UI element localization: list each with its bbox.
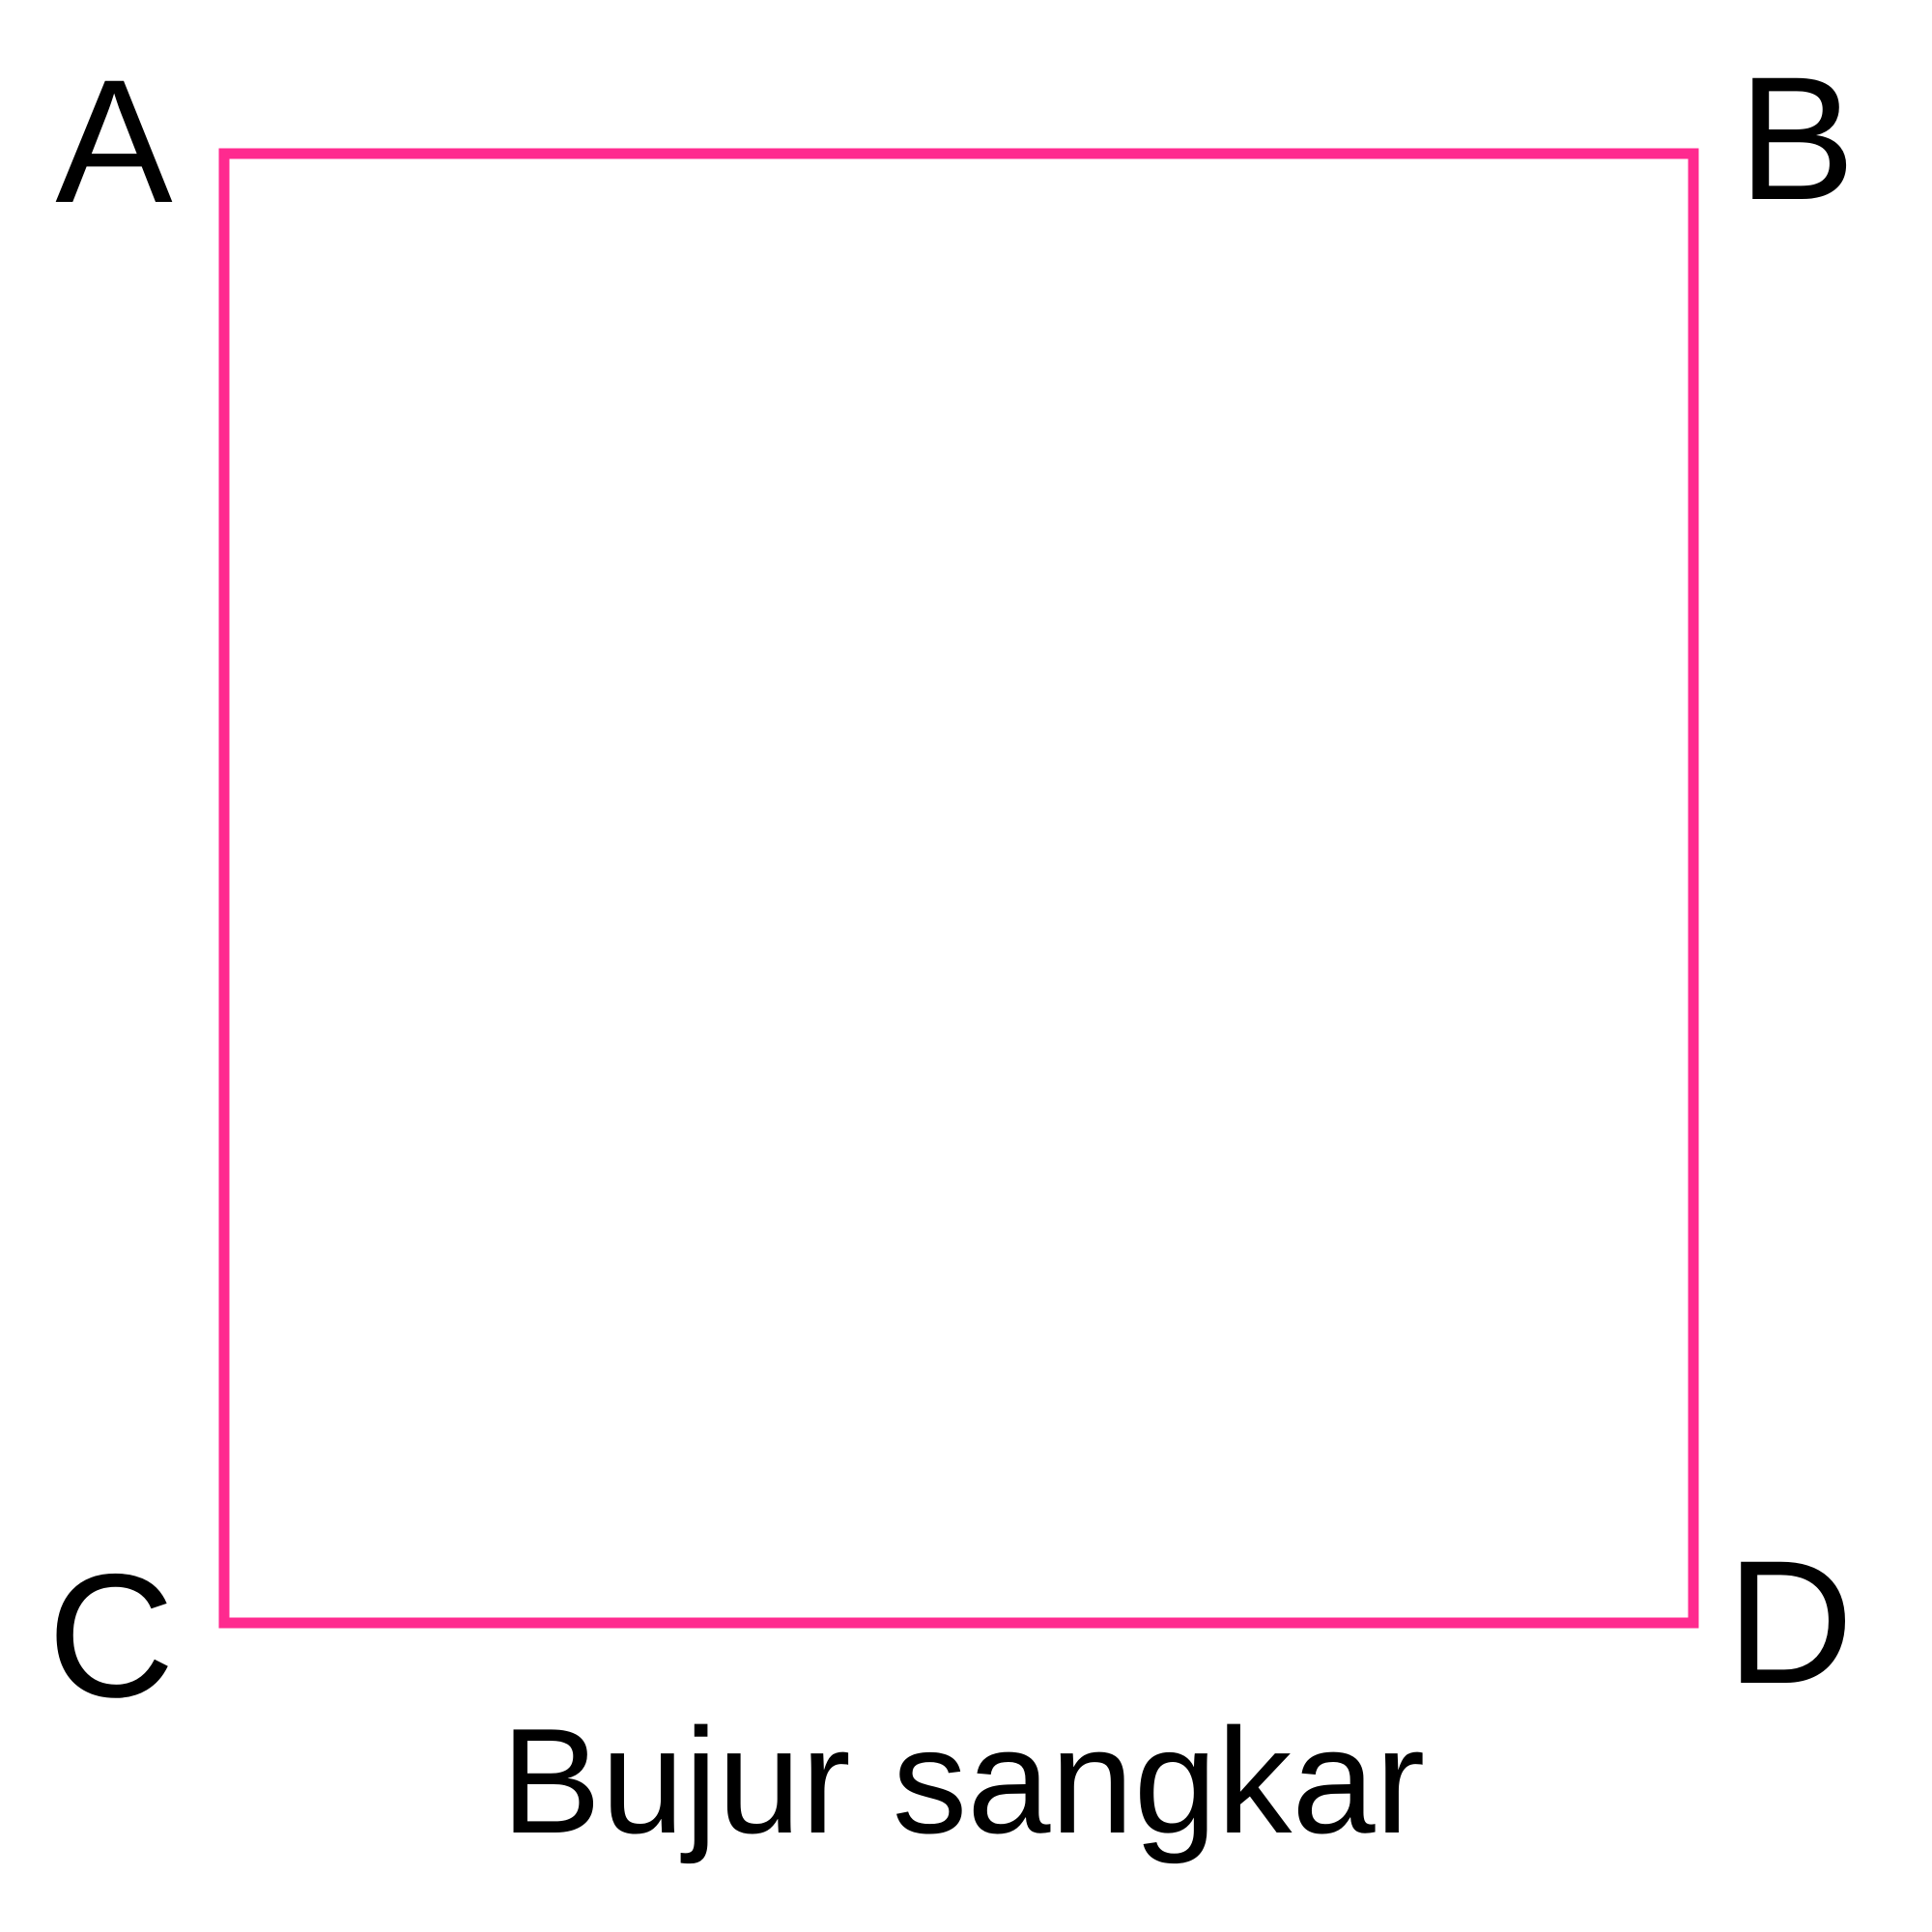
vertex-label-a: A xyxy=(55,43,173,240)
diagram-caption: Bujur sangkar xyxy=(501,1697,1425,1864)
vertex-label-d: D xyxy=(1726,1523,1853,1720)
vertex-label-b: B xyxy=(1738,40,1855,237)
vertex-label-c: C xyxy=(47,1537,174,1734)
square-shape xyxy=(218,148,1699,1629)
